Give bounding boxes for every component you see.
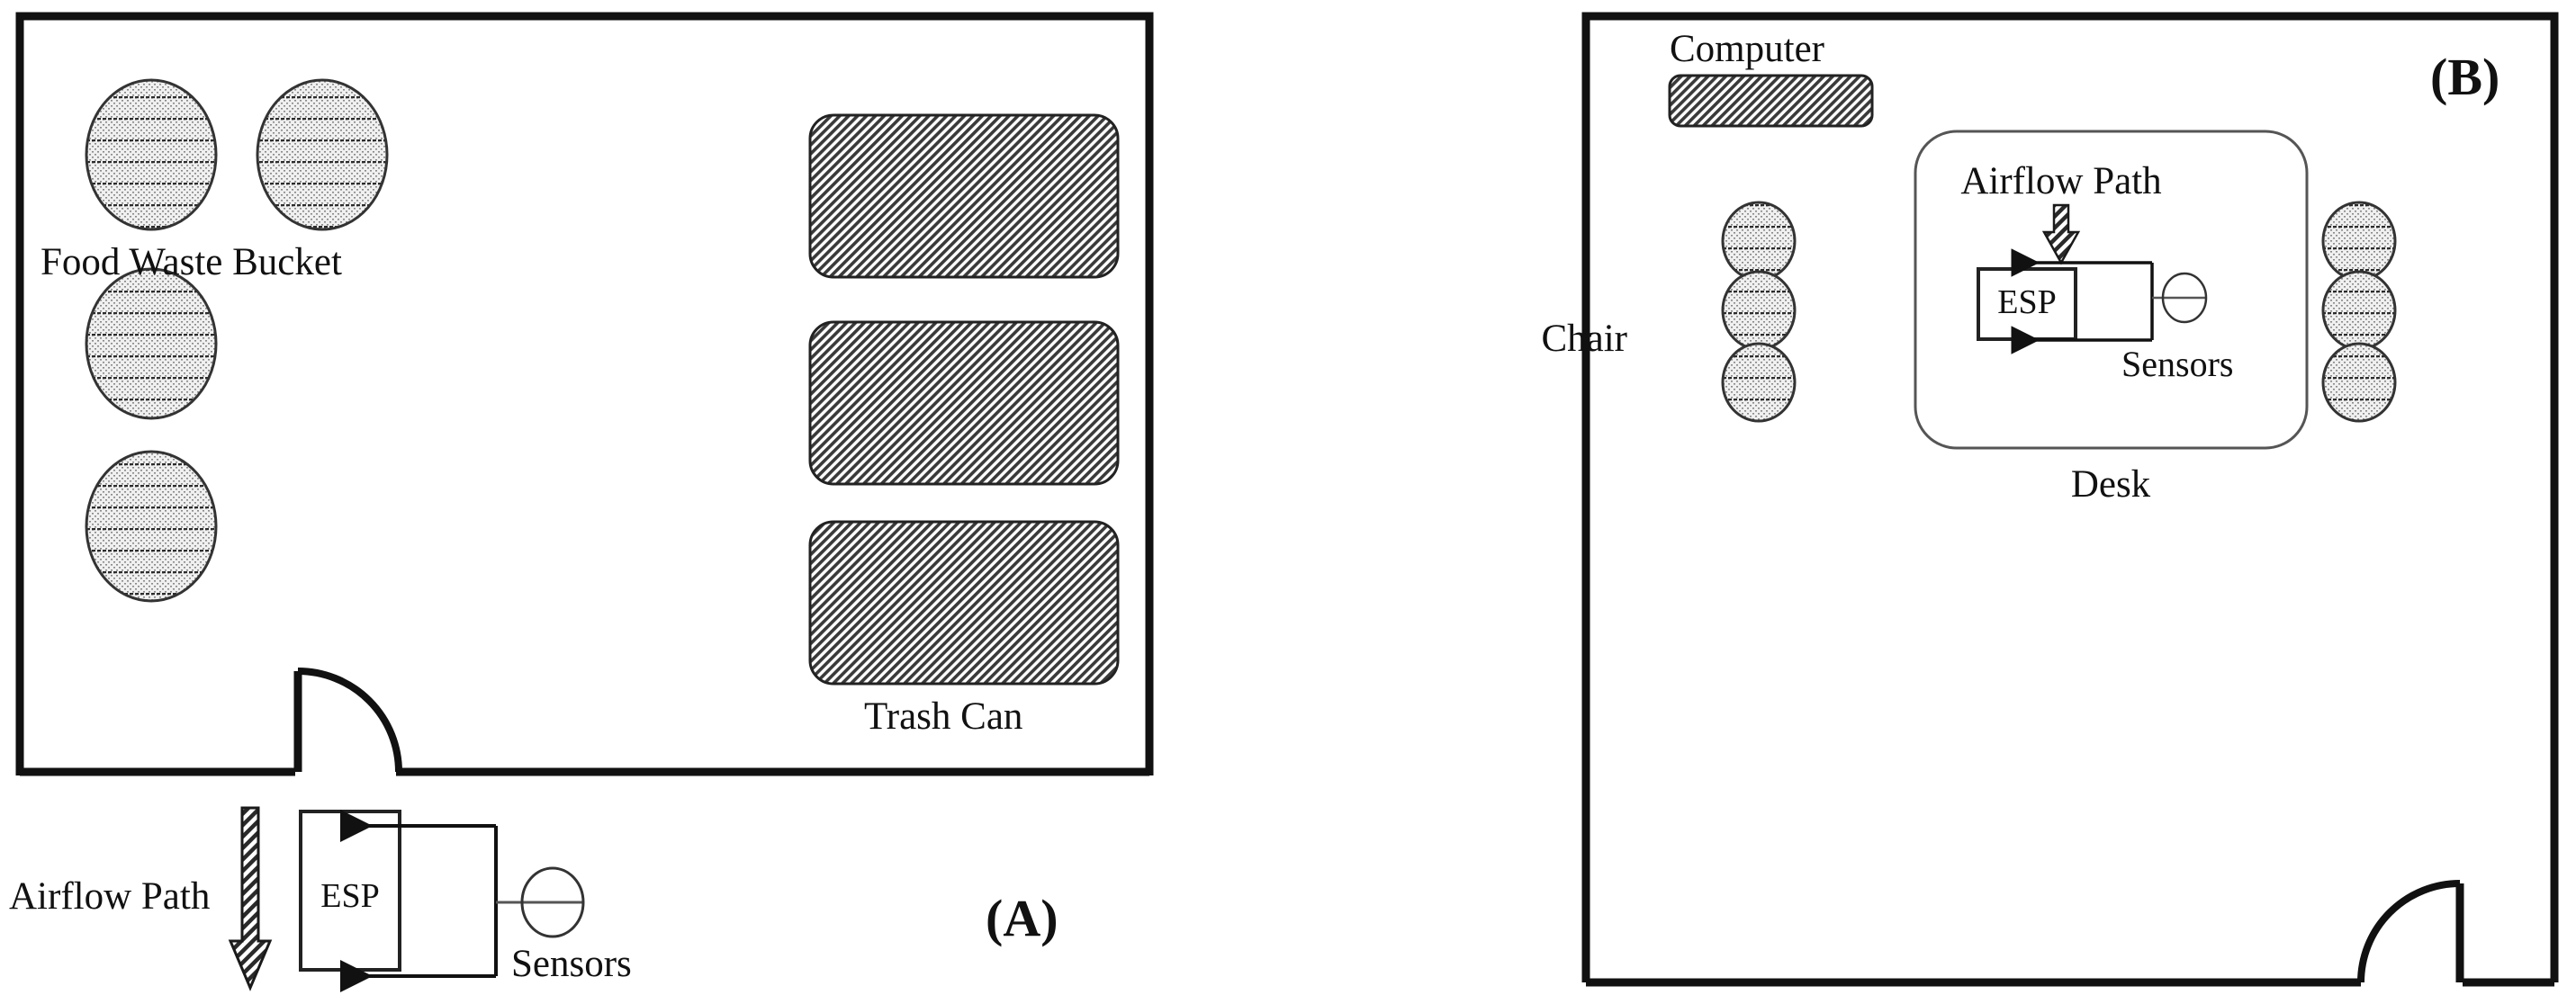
panel-a-room-walls xyxy=(15,12,1154,776)
sensor-icon xyxy=(520,866,585,938)
sensors-label: Sensors xyxy=(511,943,632,985)
panel-a-door xyxy=(293,668,402,773)
chair-group-right xyxy=(2321,201,2397,423)
airflow-path-label: Airflow Path xyxy=(9,875,210,918)
desk-shape xyxy=(1914,130,2309,450)
chair xyxy=(1721,270,1797,351)
esp-label: ESP xyxy=(320,877,379,915)
panel-a-airflow-arrow xyxy=(228,806,273,991)
desk-label: Desk xyxy=(2071,463,2151,506)
door-swing-arc xyxy=(2357,880,2461,983)
panel-b-sensors-label: Sensors xyxy=(2121,344,2233,384)
panel-b-door xyxy=(2357,880,2464,983)
panel-a-tag: (A) xyxy=(986,889,1058,947)
trash-can-group xyxy=(808,113,1120,686)
trash-can xyxy=(808,520,1120,686)
food-waste-bucket xyxy=(85,267,218,420)
chair xyxy=(2321,270,2397,351)
panel-b-tag: (B) xyxy=(2430,48,2499,106)
panel-b-esp-unit: ESP xyxy=(1977,248,2208,354)
esp-label: ESP xyxy=(1997,283,2056,321)
computer-icon xyxy=(1668,74,1874,128)
airflow-arrow-icon xyxy=(228,806,273,991)
computer-label: Computer xyxy=(1670,28,1824,70)
chair xyxy=(1721,342,1797,423)
chair xyxy=(2321,342,2397,423)
trash-can xyxy=(808,320,1120,486)
food-waste-bucket-label: Food Waste Bucket xyxy=(41,241,342,283)
food-waste-bucket xyxy=(85,78,218,231)
sensor-icon xyxy=(2161,272,2208,324)
panel-a: Food Waste Bucket Trash Can Airflow Path xyxy=(9,12,1154,992)
panel-a-esp-unit: ESP xyxy=(299,810,585,992)
chair xyxy=(2321,201,2397,282)
door-swing-arc xyxy=(297,668,402,773)
trash-can xyxy=(808,113,1120,279)
panel-b-airflow-path-label: Airflow Path xyxy=(1960,160,2161,202)
food-waste-bucket xyxy=(85,450,218,603)
food-waste-bucket-group xyxy=(85,78,389,603)
trash-can-label: Trash Can xyxy=(864,695,1022,738)
chair-label: Chair xyxy=(1541,318,1627,360)
panel-b-airflow-arrow-icon xyxy=(2041,203,2081,265)
chair xyxy=(1721,201,1797,282)
chair-group-left xyxy=(1721,201,1797,423)
food-waste-bucket xyxy=(256,78,389,231)
panel-b-room-walls xyxy=(1581,12,2559,987)
panel-b: Computer Desk Chair Airflow Path xyxy=(1541,12,2559,987)
